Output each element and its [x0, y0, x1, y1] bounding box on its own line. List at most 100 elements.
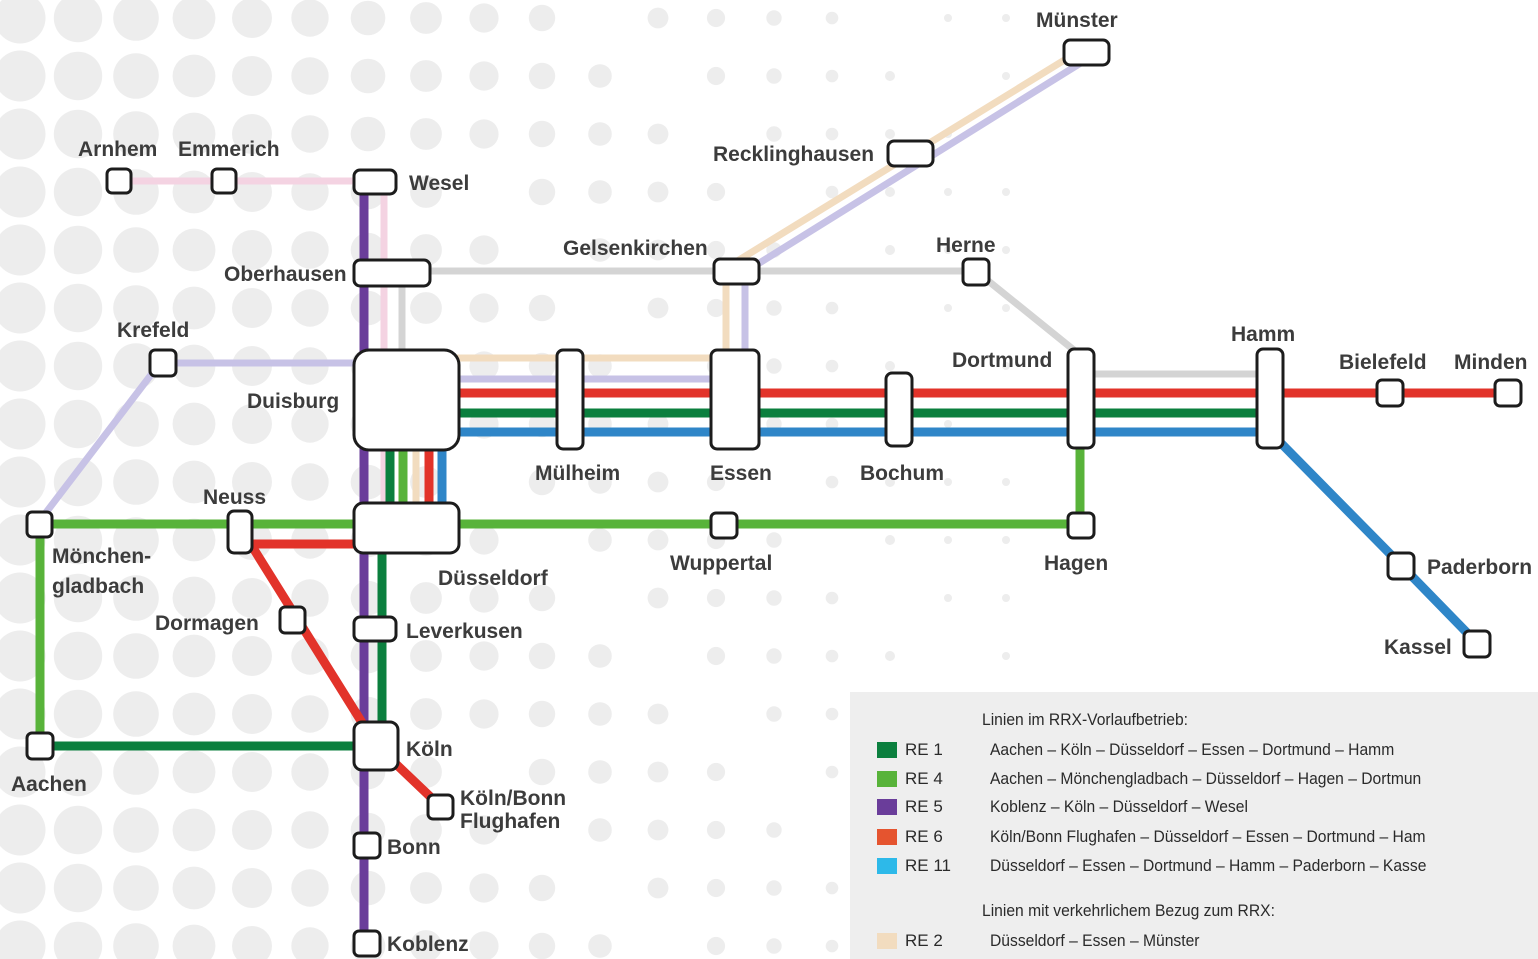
background-dot: [410, 930, 442, 959]
label-hamm: Hamm: [1231, 323, 1295, 346]
station-arnhem[interactable]: [105, 167, 133, 195]
background-dot: [528, 4, 556, 32]
label-bochum: Bochum: [860, 462, 944, 485]
background-dot: [291, 57, 329, 95]
station-emmerich[interactable]: [210, 167, 238, 195]
station-herne[interactable]: [961, 257, 991, 287]
line-lavender-essen-muenster: [741, 52, 1096, 384]
background-dot: [172, 228, 216, 272]
background-dot: [113, 807, 159, 853]
background-dot: [885, 535, 895, 545]
background-dot: [944, 594, 952, 602]
station-dormagen[interactable]: [278, 605, 307, 635]
station-hamm[interactable]: [1255, 347, 1285, 450]
background-dot: [172, 460, 216, 504]
background-dot: [53, 747, 103, 797]
label-paderborn: Paderborn: [1427, 556, 1532, 579]
background-dot: [0, 108, 46, 160]
background-dot: [172, 518, 216, 562]
background-dot: [647, 239, 669, 261]
background-dot: [53, 225, 103, 275]
station-recklinghausen[interactable]: [886, 139, 935, 168]
station-oberhausen[interactable]: [352, 258, 432, 288]
background-dot: [0, 688, 46, 740]
background-dot: [469, 699, 499, 729]
station-bochum[interactable]: [884, 371, 914, 448]
station-aachen[interactable]: [25, 731, 55, 761]
background-dot: [0, 804, 46, 856]
background-dot: [825, 649, 839, 663]
station-paderborn[interactable]: [1386, 551, 1416, 581]
background-dot: [1002, 652, 1010, 660]
station-wuppertal[interactable]: [709, 511, 739, 540]
background-dot: [53, 341, 103, 391]
station-muenster[interactable]: [1062, 38, 1111, 67]
station-krefeld[interactable]: [148, 348, 178, 378]
background-dot: [53, 0, 103, 43]
background-dot: [706, 66, 726, 86]
background-dot: [232, 404, 272, 444]
background-dot: [647, 819, 669, 841]
background-dot: [885, 129, 895, 139]
background-dot: [528, 294, 556, 322]
background-dot: [766, 68, 782, 84]
background-dot: [291, 231, 329, 269]
background-dot: [469, 815, 499, 845]
background-dot: [825, 127, 839, 141]
background-dot: [0, 224, 46, 276]
background-dot: [706, 240, 726, 260]
station-leverkusen[interactable]: [352, 615, 398, 643]
background-dot: [528, 758, 556, 786]
station-minden[interactable]: [1493, 378, 1523, 408]
background-dot: [706, 936, 726, 956]
background-dot: [588, 818, 612, 842]
background-dot: [350, 58, 386, 94]
station-essen[interactable]: [709, 348, 761, 451]
background-dot: [1002, 246, 1010, 254]
station-neuss[interactable]: [226, 509, 254, 555]
station-kassel[interactable]: [1462, 629, 1492, 659]
background-dot: [232, 462, 272, 502]
background-dot: [588, 934, 612, 958]
station-hagen[interactable]: [1066, 511, 1096, 540]
station-gelsenkirchen[interactable]: [712, 257, 761, 286]
background-dot: [232, 578, 272, 618]
label-muelheim: Mülheim: [535, 462, 620, 485]
background-dot: [825, 939, 839, 953]
background-dot: [647, 587, 669, 609]
background-dot: [528, 62, 556, 90]
station-muelheim[interactable]: [555, 348, 585, 451]
background-dot: [291, 753, 329, 791]
label-herne: Herne: [936, 234, 996, 257]
station-dortmund[interactable]: [1066, 347, 1096, 450]
background-dot: [588, 64, 612, 88]
legend-route-re1: Aachen – Köln – Düsseldorf – Essen – Dor…: [990, 740, 1395, 759]
station-koblenz[interactable]: [352, 929, 382, 958]
station-bonn[interactable]: [352, 831, 382, 860]
background-dot: [766, 590, 782, 606]
legend-swatch-re4: [877, 771, 897, 787]
label-bonn: Bonn: [387, 836, 441, 859]
station-duesseldorf[interactable]: [352, 501, 461, 555]
background-dot: [232, 694, 272, 734]
background-dot: [53, 167, 103, 217]
label-recklinghausen: Recklinghausen: [713, 143, 874, 166]
background-dot: [528, 468, 556, 496]
legend-route-re4: Aachen – Mönchengladbach – Düsseldorf – …: [990, 769, 1422, 788]
station-wesel[interactable]: [352, 168, 398, 196]
background-dot: [350, 0, 386, 36]
background-dot: [172, 112, 216, 156]
background-dot: [113, 0, 159, 41]
background-dot: [232, 752, 272, 792]
background-dot: [113, 633, 159, 679]
station-duisburg[interactable]: [352, 348, 461, 452]
station-koelnbonn-flughafen[interactable]: [426, 793, 455, 821]
station-koeln[interactable]: [352, 720, 400, 772]
background-dot: [825, 185, 839, 199]
station-moenchengladbach[interactable]: [25, 510, 54, 539]
background-dot: [172, 924, 216, 959]
background-dot: [291, 811, 329, 849]
background-dot: [291, 405, 329, 443]
background-dot: [528, 874, 556, 902]
station-bielefeld[interactable]: [1375, 378, 1405, 408]
